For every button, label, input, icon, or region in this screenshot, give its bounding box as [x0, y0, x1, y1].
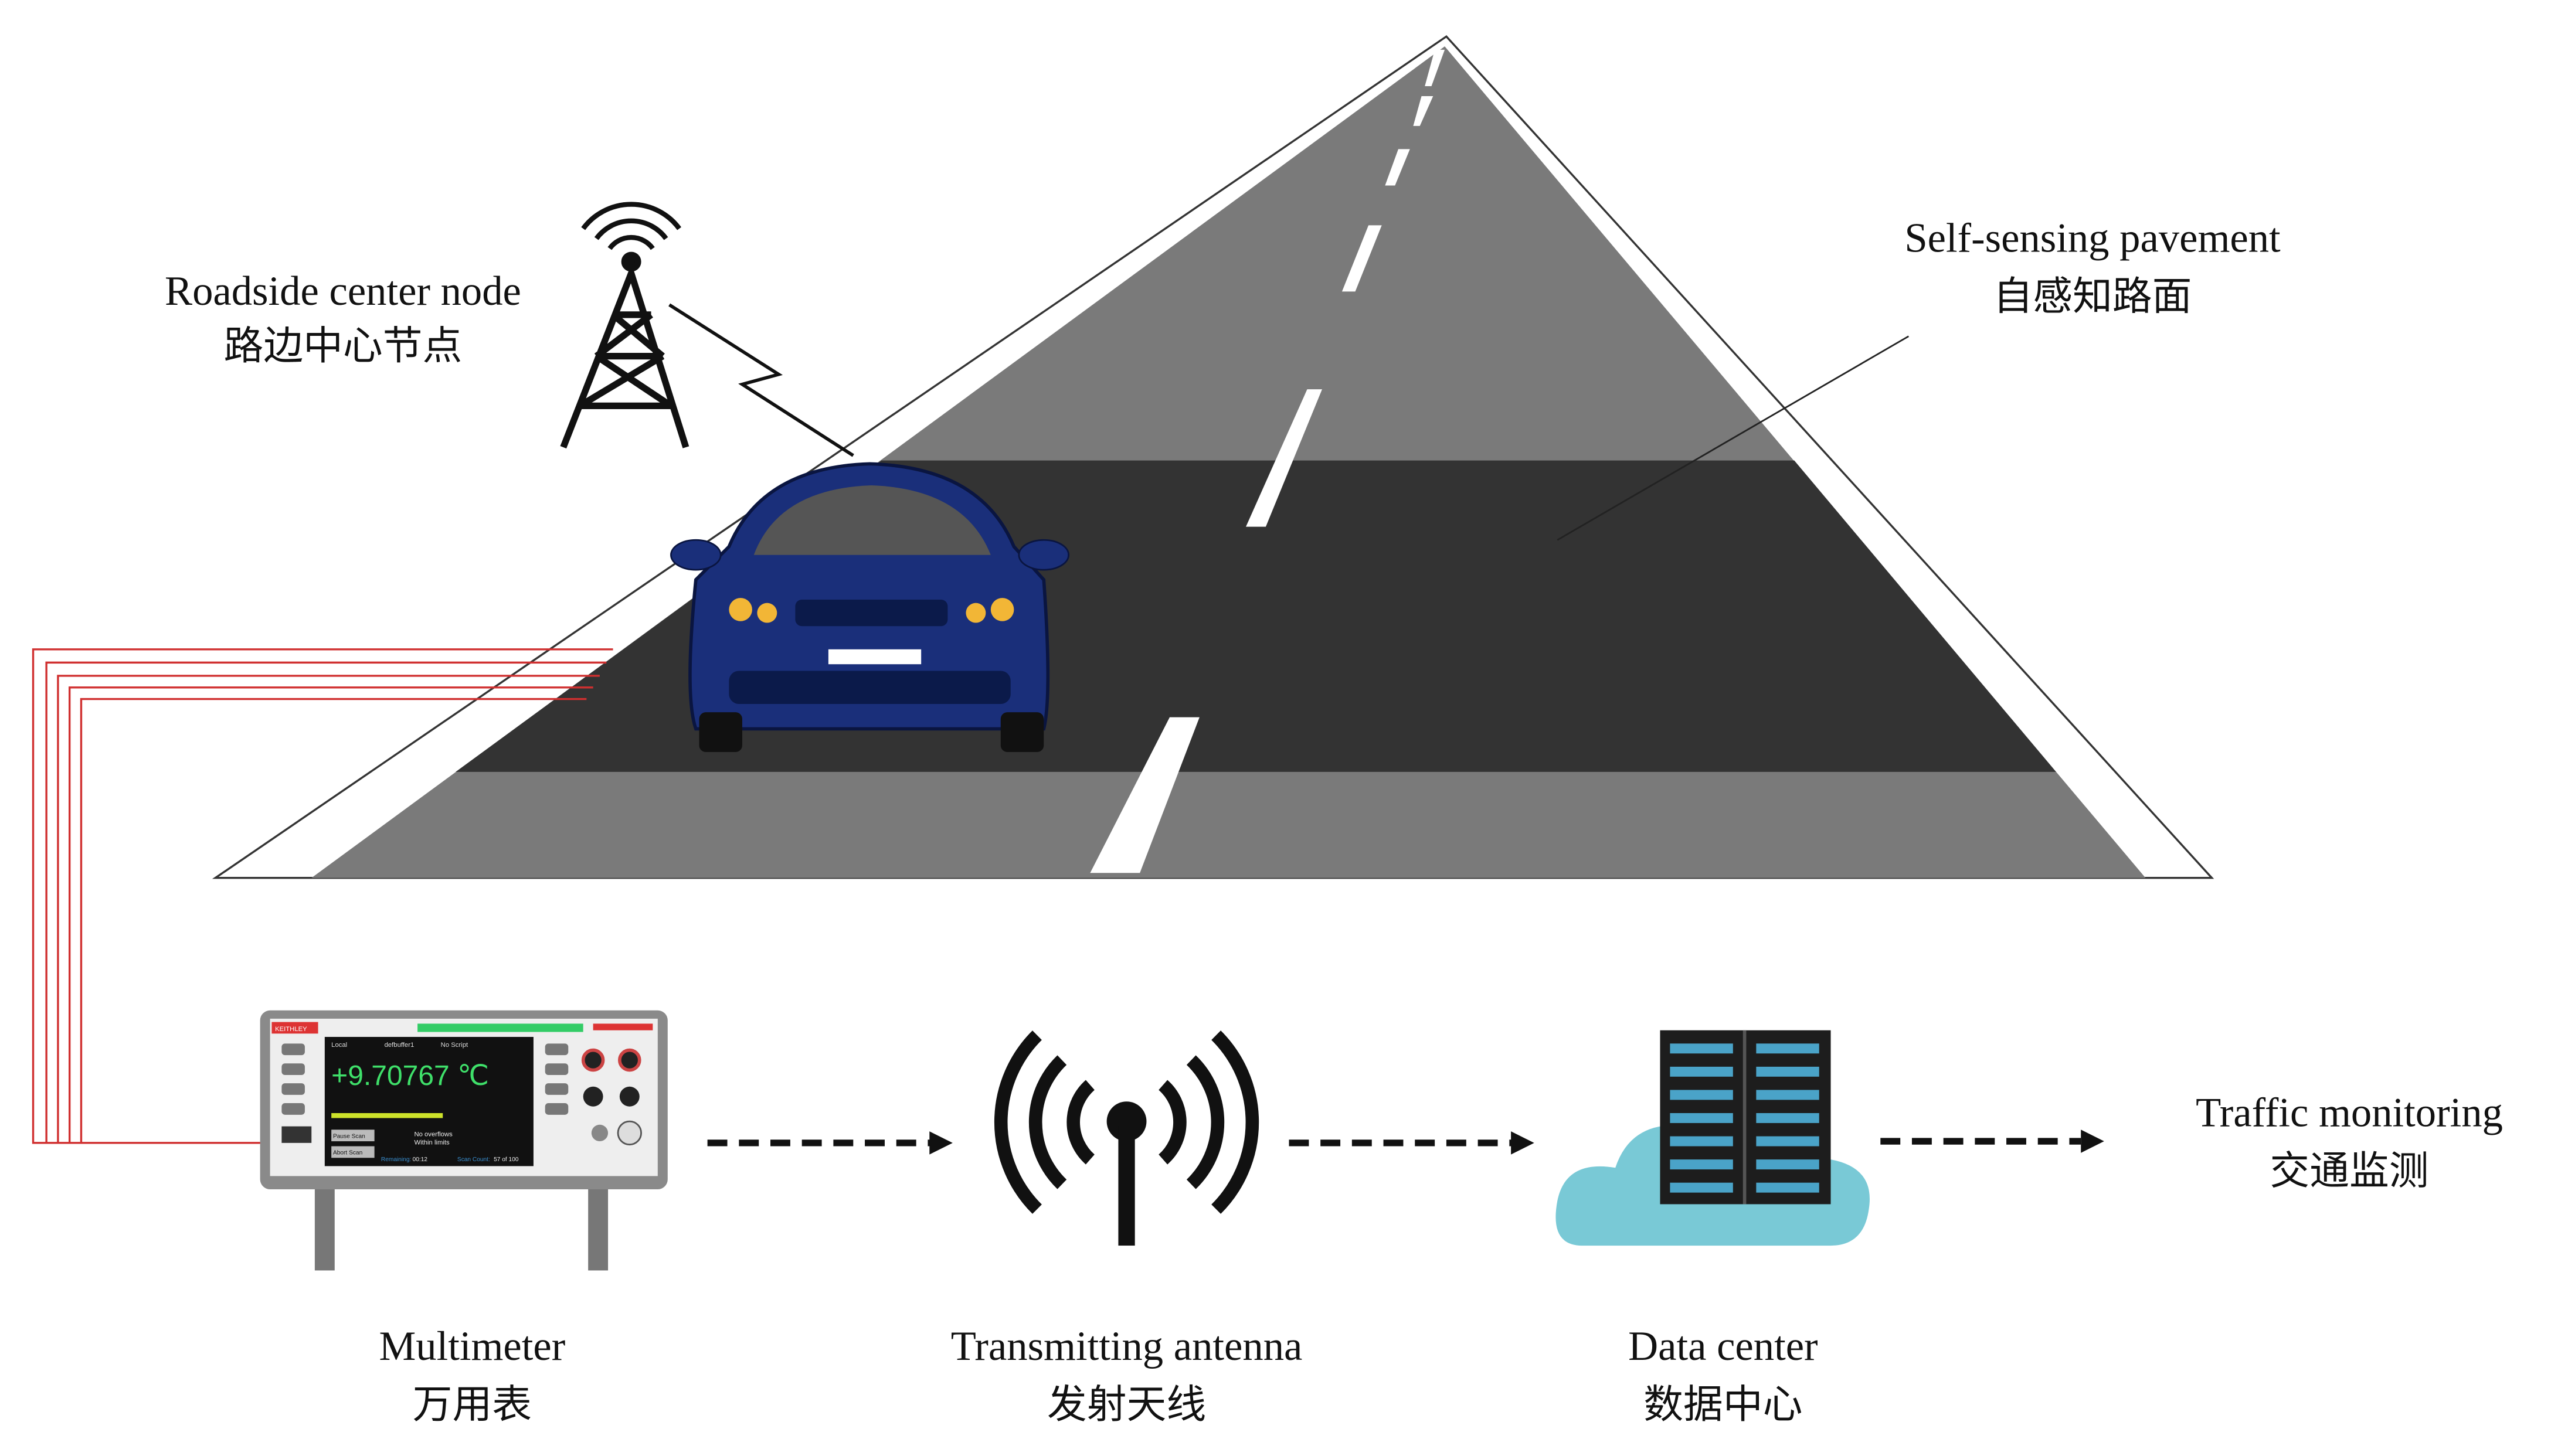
tower-icon — [560, 202, 854, 457]
self-sensing-road — [212, 35, 2214, 879]
data-center-label: Data center — [1628, 1324, 1818, 1369]
roadside-node-label-cn: 路边中心节点 — [224, 322, 463, 369]
antenna-label-cn: 发射天线 — [1047, 1381, 1206, 1427]
flow-arrows — [707, 1138, 2081, 1147]
brand-logo-text: KEITHLEY — [275, 1026, 307, 1033]
pause-scan-label: Pause Scan — [333, 1133, 365, 1139]
arrow-heads — [929, 1130, 2104, 1155]
roadside-node-label: Roadside center node — [165, 268, 521, 314]
sensor-wires — [32, 648, 613, 1144]
wireless-link-icon — [668, 303, 854, 457]
center-lane-dashes — [1090, 49, 1445, 873]
multimeter-device: KEITHLEY Local defbuffer1 No Script +9.7… — [260, 1010, 668, 1271]
data-center-icon — [1555, 1030, 1870, 1246]
scan-count-label: Scan Count: — [457, 1156, 490, 1163]
scan-count-value: 57 of 100 — [494, 1156, 519, 1163]
multimeter-label: Multimeter — [379, 1324, 565, 1369]
status-buffer: defbuffer1 — [385, 1042, 415, 1049]
scan-progress-bar — [331, 1113, 443, 1118]
pavement-leader-line — [1557, 335, 1910, 541]
remaining-label: Remaining: — [381, 1156, 411, 1163]
status-line-limits: Within limits — [414, 1139, 450, 1147]
antenna-label: Transmitting antenna — [951, 1324, 1303, 1369]
abort-scan-label: Abort Scan — [333, 1150, 362, 1156]
status-local: Local — [331, 1042, 347, 1049]
traffic-label-cn: 交通监测 — [2270, 1148, 2428, 1194]
data-center-label-cn: 数据中心 — [1643, 1381, 1802, 1427]
meter-reading: +9.70767 ℃ — [331, 1060, 489, 1091]
status-line-overflows: No overflows — [414, 1131, 453, 1138]
pavement-label-cn: 自感知路面 — [1993, 273, 2192, 319]
multimeter-label-cn: 万用表 — [413, 1381, 532, 1427]
pause-scan-button[interactable] — [331, 1130, 375, 1142]
pavement-label: Self-sensing pavement — [1904, 216, 2281, 261]
status-script: No Script — [441, 1042, 468, 1049]
traffic-label: Traffic monitoring — [2196, 1090, 2503, 1136]
abort-scan-button[interactable] — [331, 1146, 375, 1158]
car-icon — [670, 462, 1070, 752]
remaining-value: 00:12 — [413, 1156, 428, 1163]
antenna-icon — [994, 1030, 1259, 1246]
